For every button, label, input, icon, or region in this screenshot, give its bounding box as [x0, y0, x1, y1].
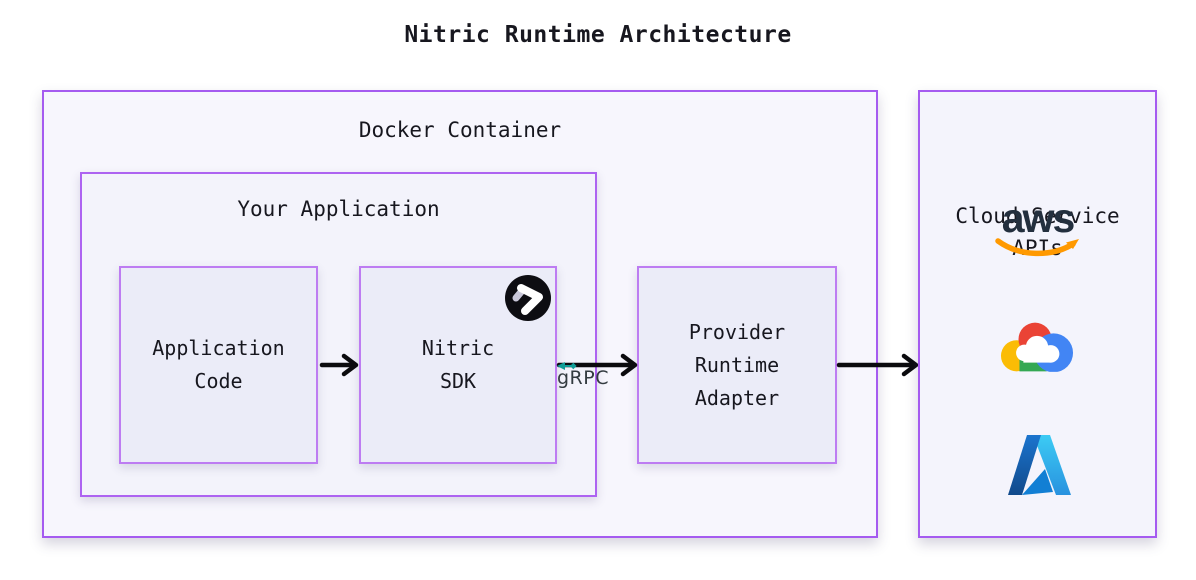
- azure-logo: [1008, 435, 1071, 495]
- grpc-label: gRPC: [557, 367, 609, 389]
- aws-smile-icon: [994, 238, 1079, 257]
- nitric-sdk-label-line1: Nitric: [421, 336, 495, 360]
- nitric-sdk-label-line2: SDK: [439, 369, 477, 393]
- cloud-service-apis-box: Cloud Service APIs: [918, 90, 1157, 538]
- application-code-label-line2: Code: [194, 369, 243, 393]
- application-code-node: Application Code: [119, 266, 318, 464]
- application-code-label-line1: Application: [152, 336, 285, 360]
- provider-label-line2: Runtime: [694, 352, 780, 377]
- diagram-title: Nitric Runtime Architecture: [404, 22, 792, 48]
- google-cloud-logo: [1000, 322, 1074, 377]
- aws-logo: aws: [959, 195, 1116, 265]
- docker-container-label: Docker Container: [358, 118, 562, 142]
- cloud-service-apis-label: Cloud Service APIs: [920, 200, 1155, 264]
- cloud-label-line1: Cloud Service: [955, 204, 1120, 228]
- your-application-label: Your Application: [237, 197, 440, 221]
- provider-label-line3: Adapter: [694, 385, 780, 410]
- provider-label-line1: Provider: [688, 319, 786, 344]
- grpc-arrow-icon: [557, 362, 577, 370]
- nitric-logo-icon: [505, 275, 551, 321]
- provider-runtime-adapter-node: Provider Runtime Adapter: [637, 266, 837, 464]
- aws-wordmark: aws: [1001, 195, 1076, 241]
